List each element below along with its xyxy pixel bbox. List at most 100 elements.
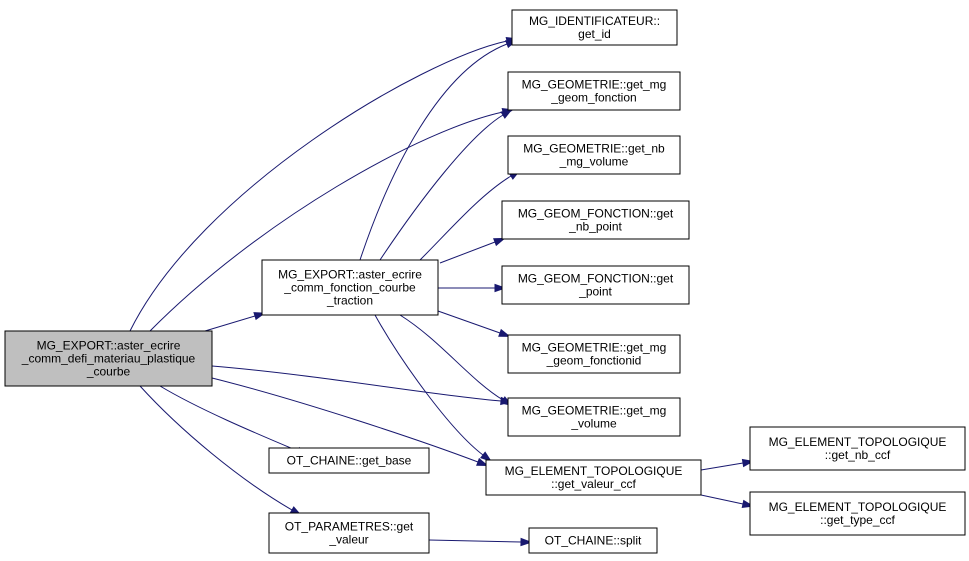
edge-fct-getid bbox=[359, 39, 518, 261]
edge-line bbox=[419, 175, 512, 261]
node-param[interactable]: OT_PARAMETRES::get_valeur bbox=[268, 512, 430, 554]
node-label-line: ::get_type_ccf bbox=[820, 513, 895, 527]
node-root[interactable]: MG_EXPORT::aster_ecrire_comm_defi_materi… bbox=[4, 330, 213, 387]
node-box bbox=[501, 265, 690, 305]
node-box bbox=[749, 491, 966, 536]
node-box bbox=[507, 71, 681, 111]
node-split[interactable]: OT_CHAINE::split bbox=[528, 527, 658, 554]
node-label-line: MG_GEOMETRIE::get_mg bbox=[522, 341, 667, 355]
edge-root-vol bbox=[211, 365, 513, 406]
node-nbvol[interactable]: MG_GEOMETRIE::get_nb_mg_volume bbox=[507, 135, 681, 175]
node-vol[interactable]: MG_GEOMETRIE::get_mg_volume bbox=[507, 397, 681, 437]
node-box bbox=[749, 426, 966, 471]
edge-line bbox=[428, 539, 522, 543]
node-label-line: ::get_valeur_ccf bbox=[551, 477, 636, 491]
edge-line bbox=[139, 385, 293, 511]
edge-line bbox=[211, 365, 502, 402]
node-label-line: ::get_nb_ccf bbox=[825, 448, 891, 462]
node-valccf[interactable]: MG_ELEMENT_TOPOLOGIQUE::get_valeur_ccf bbox=[485, 459, 702, 496]
edge-fct-vol bbox=[399, 314, 513, 407]
node-fct[interactable]: MG_EXPORT::aster_ecrire_comm_fonction_co… bbox=[261, 259, 439, 316]
node-label-line: MG_EXPORT::aster_ecrire bbox=[37, 339, 181, 353]
node-box bbox=[507, 334, 681, 374]
edge-fct-geomfid bbox=[437, 310, 511, 337]
edge-fct-valccf bbox=[374, 314, 493, 463]
node-box bbox=[268, 512, 430, 554]
node-label-line: _nb_point bbox=[568, 220, 622, 234]
edge-line bbox=[700, 462, 744, 471]
arrowhead-icon bbox=[498, 328, 511, 337]
edge-line bbox=[159, 385, 299, 452]
node-box bbox=[261, 259, 439, 316]
arrowhead-icon bbox=[520, 537, 533, 547]
node-box bbox=[501, 200, 690, 240]
arrowhead-icon bbox=[476, 457, 489, 467]
node-label-line: _geom_fonction bbox=[550, 91, 636, 105]
node-label-line: _point bbox=[578, 285, 612, 299]
node-box bbox=[507, 397, 681, 437]
node-label-line: _volume bbox=[570, 417, 617, 431]
edge-line bbox=[437, 310, 501, 334]
node-label-line: _geom_fonctionid bbox=[546, 354, 642, 368]
node-geomfid[interactable]: MG_GEOMETRIE::get_mg_geom_fonctionid bbox=[507, 334, 681, 374]
edge-valccf-typccf bbox=[700, 494, 755, 509]
edge-layer bbox=[129, 37, 755, 547]
node-box bbox=[528, 527, 658, 554]
edge-line bbox=[211, 377, 479, 463]
node-typccf[interactable]: MG_ELEMENT_TOPOLOGIQUE::get_type_ccf bbox=[749, 491, 966, 536]
node-nbpt[interactable]: MG_GEOM_FONCTION::get_nb_point bbox=[501, 200, 690, 240]
node-label-line: _courbe bbox=[86, 365, 131, 379]
node-label-line: MG_ELEMENT_TOPOLOGIQUE bbox=[769, 500, 947, 514]
node-label-line: MG_GEOM_FONCTION::get bbox=[518, 272, 674, 286]
arrowhead-icon bbox=[493, 237, 506, 247]
node-point[interactable]: MG_GEOM_FONCTION::get_point bbox=[501, 265, 690, 305]
edge-root-valccf bbox=[211, 377, 489, 467]
node-label-line: _traction bbox=[326, 294, 373, 308]
edge-line bbox=[700, 494, 744, 505]
node-label-line: MG_ELEMENT_TOPOLOGIQUE bbox=[505, 464, 683, 478]
node-label-line: OT_CHAINE::get_base bbox=[287, 454, 412, 468]
node-label-line: OT_PARAMETRES::get bbox=[285, 520, 414, 534]
edge-line bbox=[379, 114, 504, 261]
edge-line bbox=[204, 315, 256, 332]
node-getid[interactable]: MG_IDENTIFICATEUR::get_id bbox=[511, 9, 678, 46]
node-layer: MG_EXPORT::aster_ecrire_comm_defi_materi… bbox=[4, 9, 966, 554]
node-label-line: _valeur bbox=[328, 533, 368, 547]
node-label-line: MG_GEOMETRIE::get_mg bbox=[522, 78, 667, 92]
edge-valccf-nbccf bbox=[700, 458, 755, 471]
edge-line bbox=[359, 43, 508, 261]
node-geomf[interactable]: MG_GEOMETRIE::get_mg_geom_fonction bbox=[507, 71, 681, 111]
edge-root-fct bbox=[204, 312, 267, 332]
node-box bbox=[268, 447, 430, 474]
node-box bbox=[4, 330, 213, 387]
edge-root-base bbox=[159, 385, 309, 456]
node-label-line: MG_GEOM_FONCTION::get bbox=[518, 207, 674, 221]
node-label-line: OT_CHAINE::split bbox=[545, 534, 642, 548]
arrowhead-icon bbox=[480, 451, 493, 463]
arrowhead-icon bbox=[500, 108, 513, 119]
node-label-line: MG_ELEMENT_TOPOLOGIQUE bbox=[769, 435, 947, 449]
edge-line bbox=[399, 314, 504, 401]
edge-line bbox=[149, 111, 504, 332]
edge-line bbox=[439, 241, 496, 264]
edge-fct-geomf bbox=[379, 108, 513, 261]
node-nbccf[interactable]: MG_ELEMENT_TOPOLOGIQUE::get_nb_ccf bbox=[749, 426, 966, 471]
node-label-line: MG_GEOMETRIE::get_nb bbox=[523, 142, 665, 156]
node-label-line: MG_EXPORT::aster_ecrire bbox=[278, 268, 422, 282]
edge-param-split bbox=[428, 537, 533, 547]
node-label-line: _comm_defi_materiau_plastique bbox=[21, 352, 196, 366]
node-box bbox=[507, 135, 681, 175]
node-box bbox=[485, 459, 702, 496]
node-label-line: get_id bbox=[578, 27, 611, 41]
node-label-line: _mg_volume bbox=[559, 155, 629, 169]
node-base[interactable]: OT_CHAINE::get_base bbox=[268, 447, 430, 474]
arrowhead-icon bbox=[494, 283, 507, 293]
node-label-line: _comm_fonction_courbe bbox=[283, 281, 416, 295]
edge-fct-nbpt bbox=[439, 237, 506, 264]
edge-line bbox=[374, 314, 484, 456]
node-label-line: MG_IDENTIFICATEUR:: bbox=[529, 14, 660, 28]
edge-fct-point bbox=[438, 283, 507, 293]
edge-line bbox=[129, 40, 508, 332]
node-box bbox=[511, 9, 678, 46]
